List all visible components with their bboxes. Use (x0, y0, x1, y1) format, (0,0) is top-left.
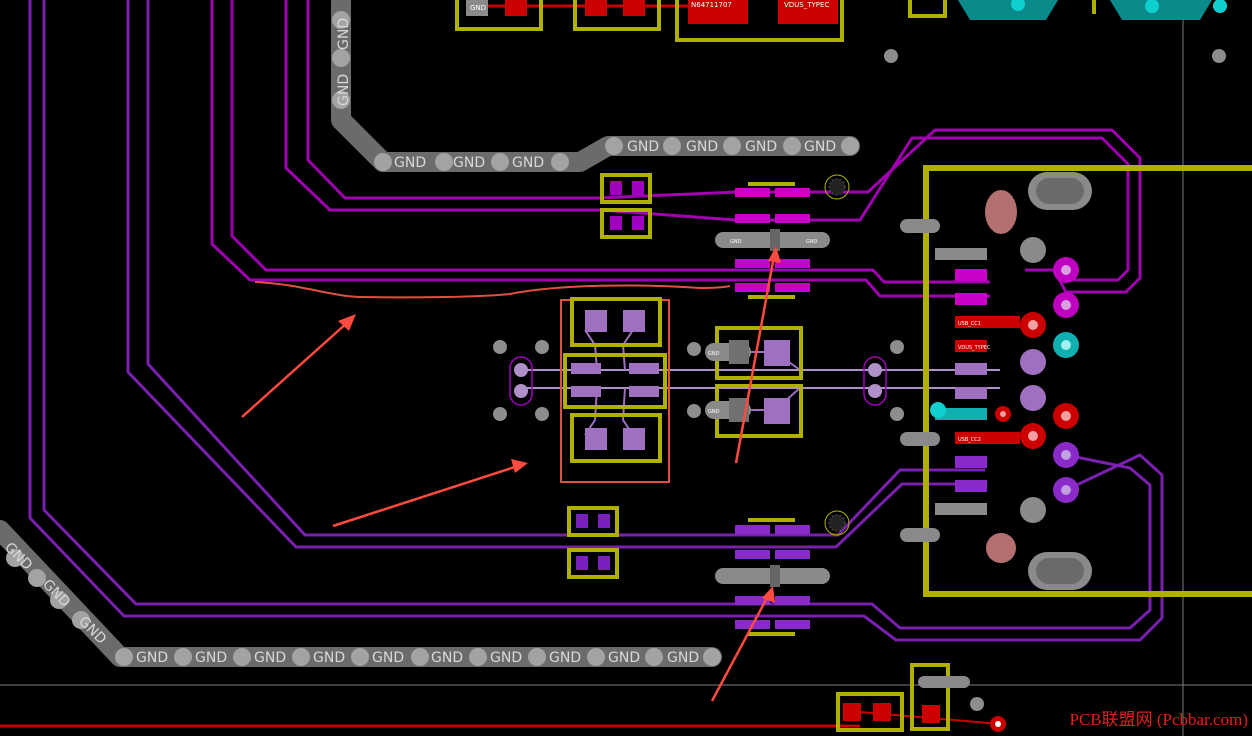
gnd-label: GND (608, 650, 640, 666)
resistor-label: GND (708, 351, 720, 357)
gnd-label: GND (549, 650, 581, 666)
gnd-label: GND (195, 650, 227, 666)
gnd-label: GND (804, 139, 836, 155)
gnd-label: GND (313, 650, 345, 666)
gnd-label: GND (512, 155, 544, 171)
gnd-vias-lower (6, 549, 721, 666)
highlighted-component[interactable] (560, 297, 670, 483)
gnd-label: GND (336, 18, 352, 50)
highlighted-trace (254, 281, 731, 299)
bottom-right-parts (836, 663, 970, 732)
resistor-pair-center: GND GND (705, 326, 803, 438)
gnd-label: GND (667, 650, 699, 666)
gnd-labels: GND GND GND GND GND GND GND GND GND GND … (1, 18, 836, 666)
esd-label: GND (806, 239, 818, 245)
gnd-label: GND (372, 650, 404, 666)
watermark: PCB联盟网 (Pcbbar.com) (1069, 710, 1249, 729)
gnd-label: GND (453, 155, 485, 171)
purple-traces (28, 0, 1164, 642)
esd-array-upper: GND GND (715, 174, 850, 299)
gnd-vias-upper (332, 11, 859, 171)
gnd-label: GND (394, 155, 426, 171)
gnd-label: GND (686, 139, 718, 155)
vbus-pad-label: VDUS_TYPEC (958, 345, 991, 351)
cap-pair-lower-left (567, 506, 619, 579)
gnd-label: GND (254, 650, 286, 666)
esd-array-lower (715, 510, 850, 636)
gnd-label: GND (136, 650, 168, 666)
teal-pads-top (958, 0, 1227, 20)
cap-pair-upper-left (600, 173, 652, 239)
usb-typec-connector[interactable]: USB_CC1 USB_CC2 VDUS_TYPEC (900, 165, 1252, 597)
diff-pair-vias (509, 356, 887, 406)
gnd-label: GND (336, 74, 352, 106)
top-copper-red (0, 0, 1006, 732)
cc1-label: USB_CC1 (958, 321, 981, 327)
vbus-label: VDUS_TYPEC (784, 1, 829, 9)
magenta-traces (210, 0, 1142, 298)
top-pad-label: GND (470, 4, 486, 12)
annotation-arrows (241, 246, 781, 702)
gnd-label: GND (490, 650, 522, 666)
esd-label: GND (730, 239, 742, 245)
pad-top-left (466, 0, 488, 16)
gnd-label: GND (627, 139, 659, 155)
gnd-label: GND (431, 650, 463, 666)
misc-vias (493, 49, 1226, 711)
cc2-label: USB_CC2 (958, 437, 981, 443)
gnd-label: GND (745, 139, 777, 155)
part-ref-label: N64711707 (691, 1, 732, 9)
silkscreen-top (455, 0, 1096, 42)
resistor-label: GND (708, 409, 720, 415)
